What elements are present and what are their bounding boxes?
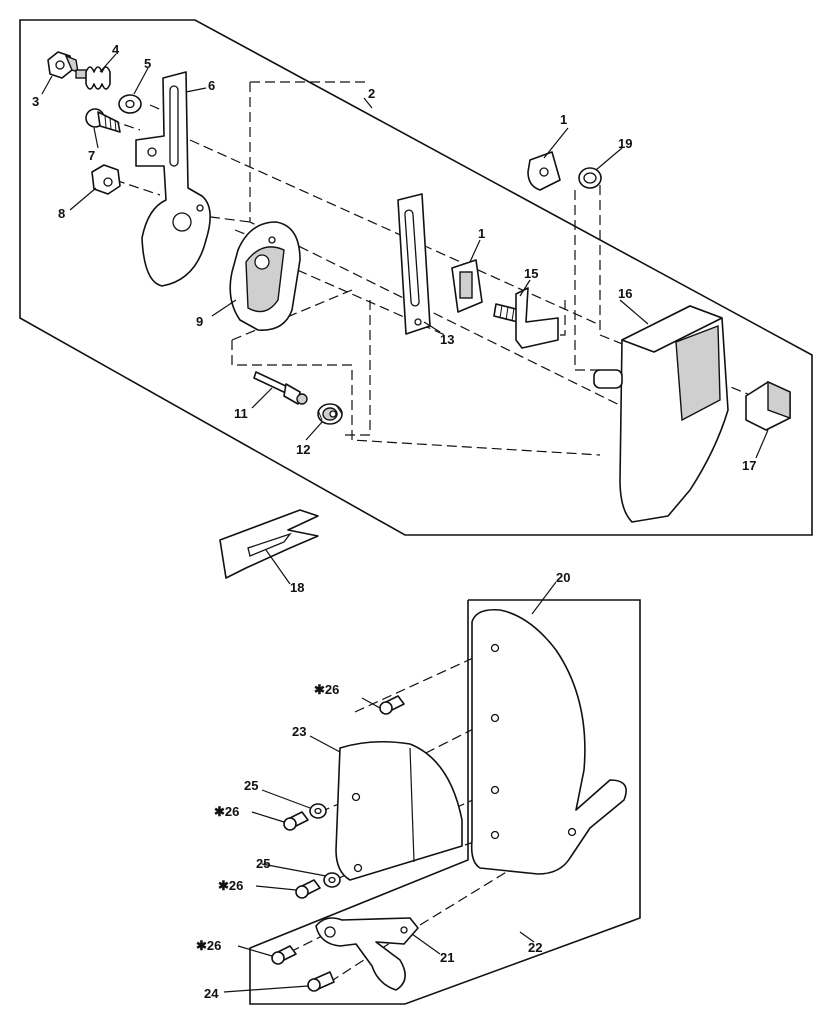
clip-1-lower-icon — [451, 259, 483, 313]
label-12: 12 — [296, 442, 310, 457]
label-4: 4 — [112, 42, 120, 57]
screw-bracket-15-icon — [493, 287, 559, 349]
spring-clip-18-icon — [219, 509, 319, 579]
label-1-lower: 1 — [478, 226, 485, 241]
screw-26d-icon — [271, 945, 297, 965]
leader-lines — [41, 53, 769, 993]
clip-1-upper-icon — [527, 151, 561, 191]
ring-19-icon — [578, 167, 602, 189]
label-7: 7 — [88, 148, 95, 163]
label-19: 19 — [618, 136, 632, 151]
screw-26c-icon — [295, 879, 321, 899]
label-26b: ✱26 — [214, 804, 239, 819]
label-3: 3 — [32, 94, 39, 109]
label-26c: ✱26 — [218, 878, 243, 893]
label-26d: ✱26 — [196, 938, 221, 953]
washer-5-icon — [118, 94, 142, 114]
label-15: 15 — [524, 266, 538, 281]
label-2: 2 — [368, 86, 375, 101]
lever-21-icon — [315, 917, 419, 991]
label-26a: ✱26 — [314, 682, 339, 697]
pin-11-icon — [253, 371, 308, 405]
hex-nut-3-icon — [47, 51, 79, 79]
large-plate-20-icon — [470, 608, 627, 875]
label-24: 24 — [204, 986, 219, 1001]
label-22: 22 — [528, 940, 542, 955]
label-23: 23 — [292, 724, 306, 739]
cam-block-9-icon — [229, 221, 301, 331]
screw-26b-icon — [283, 811, 309, 831]
housing-16-icon — [593, 305, 729, 523]
guard-23-icon — [335, 740, 463, 881]
screw-7-icon — [85, 108, 121, 133]
label-18: 18 — [290, 580, 304, 595]
bracket-6-icon — [135, 71, 211, 287]
label-17: 17 — [742, 458, 756, 473]
label-21: 21 — [440, 950, 454, 965]
washer-25a-icon — [309, 803, 327, 819]
spring-4-icon — [75, 66, 111, 90]
hex-nut-8-icon — [91, 164, 121, 195]
pin-24-icon — [307, 971, 335, 992]
label-25a: 25 — [244, 778, 258, 793]
label-5: 5 — [144, 56, 151, 71]
label-8: 8 — [58, 206, 65, 221]
label-25b: 25 — [256, 856, 270, 871]
upper-assembly-boundary — [19, 19, 813, 536]
label-11: 11 — [234, 406, 248, 421]
label-6: 6 — [208, 78, 215, 93]
label-16: 16 — [618, 286, 632, 301]
label-13: 13 — [440, 332, 454, 347]
label-20: 20 — [556, 570, 570, 585]
label-9: 9 — [196, 314, 203, 329]
callout-labels: 3 4 5 6 2 7 8 1 19 1 15 16 9 13 11 12 17… — [32, 42, 756, 1001]
washer-25b-icon — [323, 872, 341, 888]
screw-26a-icon — [379, 695, 405, 715]
label-1-upper: 1 — [560, 112, 567, 127]
knob-17-icon — [745, 380, 791, 431]
lower-assembly-boundary — [249, 599, 641, 1005]
slotted-plate-13-icon — [397, 193, 431, 335]
knurled-nut-12-icon — [317, 403, 343, 425]
